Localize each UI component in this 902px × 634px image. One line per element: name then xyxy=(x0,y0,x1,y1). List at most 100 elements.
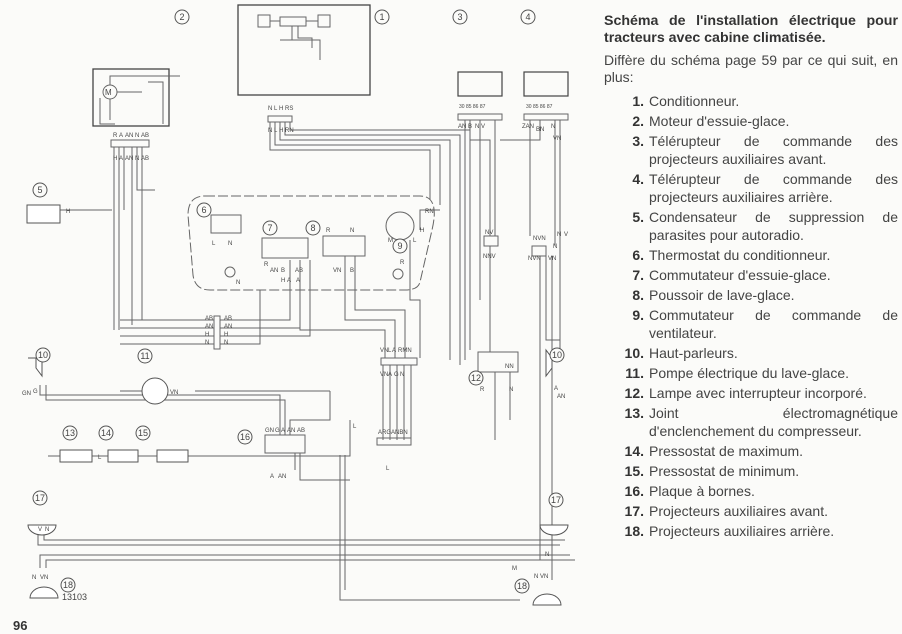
wire-color-label: G xyxy=(275,428,280,434)
callout-circle xyxy=(514,578,530,594)
legend-item-text: Plaque à bornes. xyxy=(649,483,755,499)
wire-color-label: G xyxy=(33,389,38,395)
wire-color-label: N xyxy=(551,124,555,130)
wire-color-label: A xyxy=(119,156,123,162)
callout-number: 14 xyxy=(101,428,111,438)
wire-color-label: N xyxy=(236,280,240,286)
callout-circle xyxy=(196,202,212,218)
legend-item-number: 7. xyxy=(632,267,644,283)
callout-circle xyxy=(174,9,190,25)
terminal-plate xyxy=(264,434,306,454)
wire-color-label: N xyxy=(32,575,36,581)
wire-color-label: N xyxy=(135,133,139,139)
legend-item-number: 8. xyxy=(632,287,644,303)
wire-color-label: ARGANBN xyxy=(378,430,408,436)
callout-number: 2 xyxy=(179,12,184,22)
wire-color-label: B xyxy=(350,268,354,274)
wire-color-label: H xyxy=(279,106,283,112)
wire-color-label: AN xyxy=(270,268,278,274)
wiper-motor-box xyxy=(92,68,170,127)
legend-item: 9.Commutateur de commande de ventilateur… xyxy=(604,306,898,342)
callout-circle xyxy=(374,9,390,25)
wire-color-label: GN xyxy=(22,391,31,397)
wire-color-label: L xyxy=(274,128,278,134)
callout-circle xyxy=(305,220,321,236)
conditioner-fan-icon xyxy=(257,14,271,28)
callout-number: 1 xyxy=(379,12,384,22)
legend-item: 11.Pompe électrique du lave-glace. xyxy=(604,364,898,382)
legend-item-number: 6. xyxy=(632,247,644,263)
legend-item-text: Pressostat de maximum. xyxy=(649,443,804,459)
callout-number: 3 xyxy=(457,12,462,22)
wire-color-label: VN xyxy=(380,372,388,378)
wire-color-label: L xyxy=(353,424,357,430)
panel-lamp-icon xyxy=(224,266,236,278)
callout-circle xyxy=(32,182,48,198)
wire-color-label: VN xyxy=(380,348,388,354)
relay-pin-label: 30 85 86 87 xyxy=(526,104,553,110)
wire-color-label: G xyxy=(394,372,399,378)
wire-color-label: V xyxy=(481,124,485,130)
wire-color-label: L xyxy=(413,238,417,244)
wire-bundle xyxy=(37,4,575,601)
min-pressure-switch-icon xyxy=(156,449,189,463)
wire-color-label: A xyxy=(554,386,558,392)
wire-color-label: AB xyxy=(224,316,232,322)
wire-color-label: H xyxy=(113,156,117,162)
wire-color-label: N xyxy=(135,156,139,162)
callout-circle xyxy=(392,238,408,254)
wire-color-label: N xyxy=(545,552,549,558)
wire-color-label: AB xyxy=(141,133,149,139)
legend-item: 18.Projecteurs auxiliaires arrière. xyxy=(604,522,898,540)
wire-color-label: A xyxy=(392,348,396,354)
callout-number: 18 xyxy=(63,580,73,590)
wire-color-label: L xyxy=(274,106,278,112)
legend-item-number: 4. xyxy=(632,171,644,187)
callout-circle xyxy=(135,425,151,441)
wire-color-label: N xyxy=(268,106,272,112)
wire-color-label: VN xyxy=(553,136,561,142)
legend-item-text: Joint électromagnétique d'enclenchement … xyxy=(649,405,898,439)
wire-color-label: R xyxy=(480,387,485,393)
wire-color-label: R xyxy=(264,262,269,268)
legend-item-text: Commutateur d'essuie-glace. xyxy=(649,267,831,283)
callout-circle xyxy=(62,425,78,441)
thermostat-box xyxy=(210,214,242,234)
wire-color-label: L xyxy=(212,241,216,247)
legend-item-text: Thermostat du conditionneur. xyxy=(649,247,831,263)
callout-circle xyxy=(237,429,253,445)
legend-item: 1.Conditionneur. xyxy=(604,92,898,110)
rear-aux-light-right-icon xyxy=(532,593,562,606)
washer-pump-icon xyxy=(141,377,169,405)
wire-color-label: AN xyxy=(287,428,295,434)
motor-label: M xyxy=(105,88,112,97)
wire-color-label: RMN xyxy=(398,348,412,354)
wire-color-label: AN xyxy=(458,124,466,130)
wire-color-label: V xyxy=(564,232,568,238)
wire-color-label: AN xyxy=(278,474,286,480)
legend: Schéma de l'installation électrique pour… xyxy=(604,13,898,542)
legend-item: 5.Condensateur de suppression de parasit… xyxy=(604,208,898,244)
legend-item-number: 9. xyxy=(632,307,644,323)
wire-color-label: NV xyxy=(485,230,493,236)
callout-circle xyxy=(549,347,565,363)
wire-color-label: M xyxy=(388,238,393,244)
legend-item: 4.Télérupteur de commande des projecteur… xyxy=(604,170,898,206)
callout-number: 7 xyxy=(267,223,272,233)
legend-item-number: 2. xyxy=(632,113,644,129)
wire-color-label: H xyxy=(205,332,209,338)
legend-item-number: 12. xyxy=(624,385,644,401)
wire-color-label: H xyxy=(66,209,70,215)
components xyxy=(26,204,569,606)
wire-color-label: NN xyxy=(505,364,514,370)
legend-item: 14.Pressostat de maximum. xyxy=(604,442,898,460)
legend-item-number: 11. xyxy=(625,365,644,381)
callout-number: 10 xyxy=(552,350,562,360)
wire-color-label: AN xyxy=(125,156,133,162)
wire-color-label: VN xyxy=(540,574,548,580)
wire-color-label: L xyxy=(388,348,392,354)
wire-color-label: N xyxy=(228,241,232,247)
wire-color-label: R xyxy=(113,133,118,139)
wire-color-label: B xyxy=(281,268,285,274)
